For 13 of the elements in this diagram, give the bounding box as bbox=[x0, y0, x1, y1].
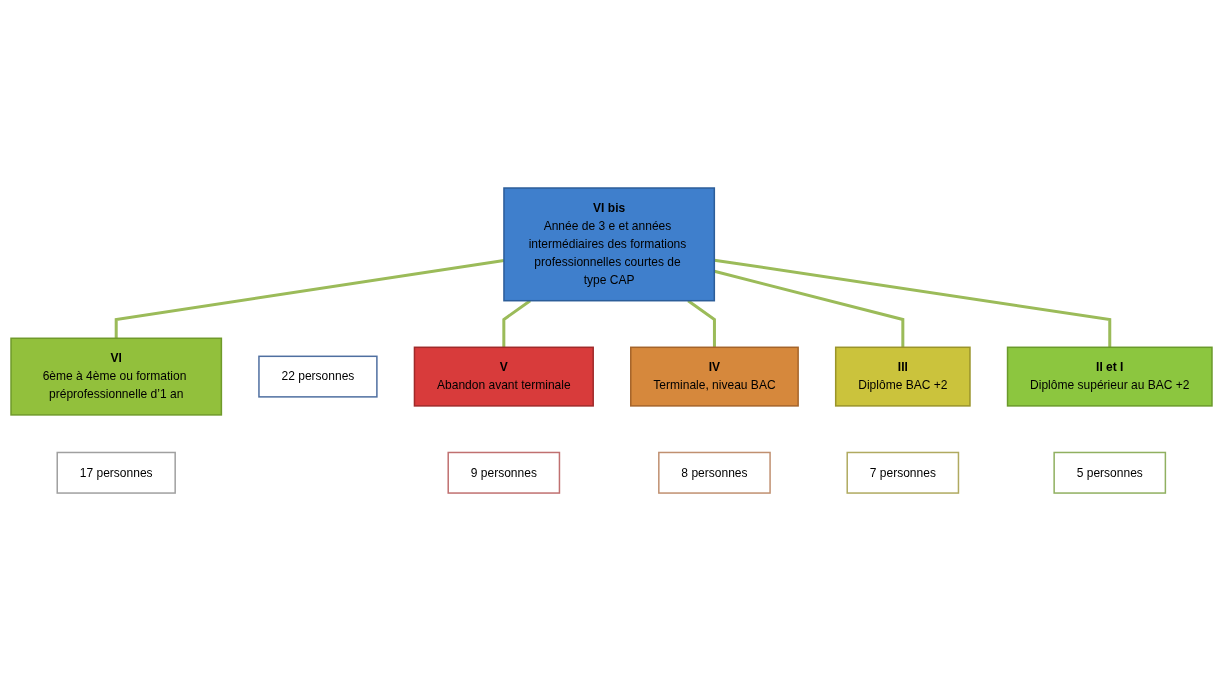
node-box: 17 personnes bbox=[56, 452, 176, 495]
node-box: VI 6ème à 4ème ou formation préprofessionnelle d’1 an bbox=[10, 338, 223, 417]
node-box: VI bis Année de 3 e et années intermédiaires des formations professionnelles courtes de type CAP bbox=[503, 187, 716, 302]
node-box: V Abandon avant terminale bbox=[413, 347, 594, 408]
node-box: 8 personnes bbox=[658, 452, 771, 495]
node-box: IV Terminale, niveau BAC bbox=[630, 347, 799, 408]
node-box: 9 personnes bbox=[447, 452, 561, 495]
node-box: II et I Diplôme supérieur au BAC +2 bbox=[1006, 347, 1213, 408]
node-box: 7 personnes bbox=[846, 452, 960, 495]
node-box: 22 personnes bbox=[258, 356, 378, 399]
node-box: III Diplôme BAC +2 bbox=[834, 347, 971, 408]
node-box: 5 personnes bbox=[1053, 452, 1167, 495]
connector bbox=[714, 259, 1112, 348]
